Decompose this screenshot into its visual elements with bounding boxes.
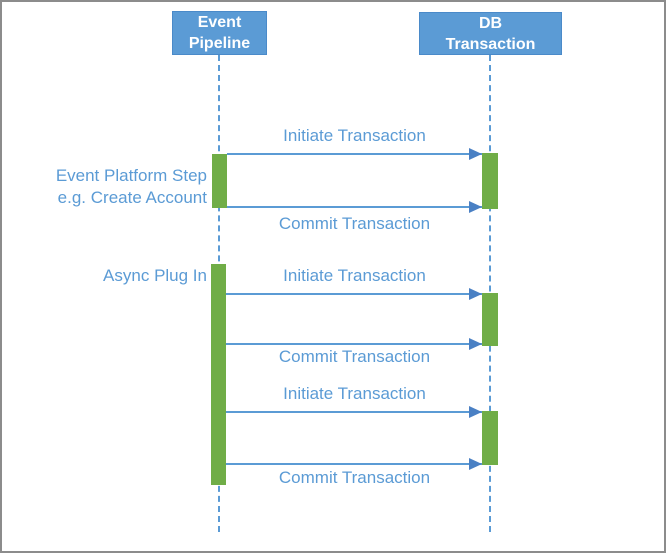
arrowhead-icon xyxy=(469,406,482,418)
message-arrow xyxy=(226,338,482,350)
message-label: Initiate Transaction xyxy=(283,266,426,285)
arrowhead-icon xyxy=(469,201,482,213)
arrowhead-icon xyxy=(469,458,482,470)
actor-label-line: Pipeline xyxy=(188,35,251,52)
message-arrow xyxy=(226,458,482,470)
message-label: Initiate Transaction xyxy=(283,384,426,403)
annotation-event-platform-step: Event Platform Step e.g. Create Account xyxy=(2,165,207,209)
annotation-line: e.g. Create Account xyxy=(57,188,207,207)
activation-db-transaction-3 xyxy=(482,411,498,465)
arrowhead-icon xyxy=(469,338,482,350)
arrowhead-icon xyxy=(469,288,482,300)
actor-event-pipeline: Event Pipeline xyxy=(172,11,267,55)
activation-db-transaction-2 xyxy=(482,293,498,346)
actor-label-line: DB xyxy=(478,14,503,32)
message-arrow xyxy=(226,288,482,300)
actor-label-line: Transaction xyxy=(445,35,536,53)
arrowhead-icon xyxy=(469,148,482,160)
message-label: Initiate Transaction xyxy=(283,126,426,145)
actor-label-line: Event xyxy=(197,14,242,31)
annotation-async-plug-in: Async Plug In xyxy=(2,265,207,287)
message-arrow xyxy=(226,406,482,418)
activation-db-transaction-1 xyxy=(482,153,498,209)
actor-db-transaction: DB Transaction xyxy=(419,12,562,55)
activation-event-pipeline-1 xyxy=(212,154,227,208)
activation-event-pipeline-2 xyxy=(211,264,226,485)
message-arrow xyxy=(227,148,482,160)
message-label: Commit Transaction xyxy=(278,468,431,487)
message-arrow xyxy=(227,201,482,213)
message-label: Commit Transaction xyxy=(278,347,431,366)
annotation-line: Async Plug In xyxy=(103,266,207,285)
annotation-line: Event Platform Step xyxy=(55,166,207,185)
message-label: Commit Transaction xyxy=(278,214,431,233)
